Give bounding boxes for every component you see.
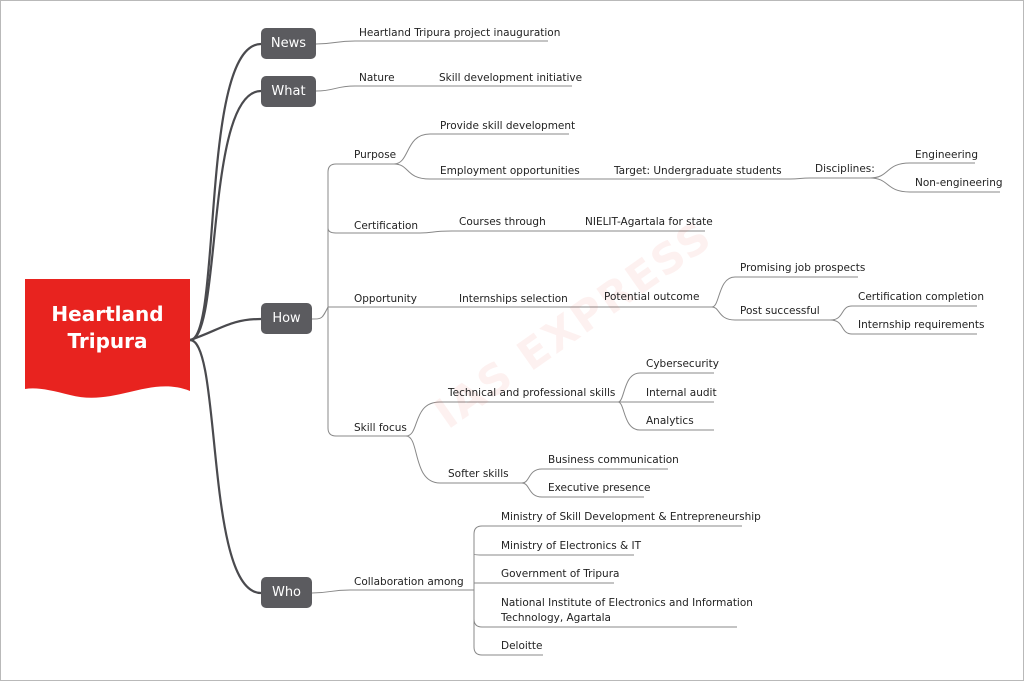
node-msde[interactable]: Ministry of Skill Development & Entrepre…	[501, 511, 761, 523]
node-promising[interactable]: Promising job prospects	[740, 262, 866, 274]
connector-how	[188, 317, 263, 342]
node-analytics[interactable]: Analytics	[646, 415, 694, 427]
node-govt-tripura[interactable]: Government of Tripura	[501, 568, 620, 580]
node-meity[interactable]: Ministry of Electronics & IT	[501, 540, 642, 552]
node-technical-skills[interactable]: Technical and professional skills	[448, 387, 616, 399]
node-internship-req[interactable]: Internship requirements	[858, 319, 985, 331]
connector-who	[188, 338, 263, 595]
root-title: Heartland Tripura	[51, 302, 164, 353]
node-nature[interactable]: Nature	[359, 72, 395, 84]
node-business-comm[interactable]: Business communication	[548, 454, 679, 466]
branch-how[interactable]: How	[261, 303, 312, 334]
branch-what[interactable]: What	[261, 76, 316, 107]
node-non-engineering[interactable]: Non-engineering	[915, 177, 1003, 189]
node-skill-focus[interactable]: Skill focus	[354, 422, 407, 434]
root-node[interactable]: Heartland Tripura	[25, 279, 190, 403]
node-nielit[interactable]: NIELIT-Agartala for state	[585, 216, 713, 228]
node-nature-value[interactable]: Skill development initiative	[439, 72, 583, 84]
node-courses-through[interactable]: Courses through	[459, 216, 546, 228]
node-opportunity[interactable]: Opportunity	[354, 293, 418, 305]
node-collaboration[interactable]: Collaboration among	[354, 576, 464, 588]
node-disciplines[interactable]: Disciplines:	[815, 163, 875, 175]
connector-news	[188, 42, 263, 342]
branch-who[interactable]: Who	[261, 577, 312, 608]
root-flag-shape	[25, 279, 190, 398]
branch-news[interactable]: News	[261, 28, 316, 59]
node-internal-audit[interactable]: Internal audit	[646, 387, 717, 399]
node-deloitte[interactable]: Deloitte	[501, 640, 543, 652]
node-cybersecurity[interactable]: Cybersecurity	[646, 358, 719, 370]
node-target[interactable]: Target: Undergraduate students	[614, 165, 782, 177]
node-post-successful[interactable]: Post successful	[740, 305, 820, 317]
node-provide-skill[interactable]: Provide skill development	[440, 120, 576, 132]
node-softer-skills[interactable]: Softer skills	[448, 468, 509, 480]
node-certification[interactable]: Certification	[354, 220, 419, 232]
node-engineering[interactable]: Engineering	[915, 149, 978, 161]
node-employment[interactable]: Employment opportunities	[440, 165, 580, 177]
node-purpose[interactable]: Purpose	[354, 149, 397, 161]
node-internships[interactable]: Internships selection	[459, 293, 568, 305]
node-cert-completion[interactable]: Certification completion	[858, 291, 984, 303]
node-nielit-full[interactable]: National Institute of Electronics and In…	[501, 597, 753, 624]
node-potential-outcome[interactable]: Potential outcome	[604, 291, 700, 303]
connector-what	[188, 89, 263, 342]
node-news-item[interactable]: Heartland Tripura project inauguration	[359, 27, 561, 39]
node-executive-presence[interactable]: Executive presence	[548, 482, 651, 494]
